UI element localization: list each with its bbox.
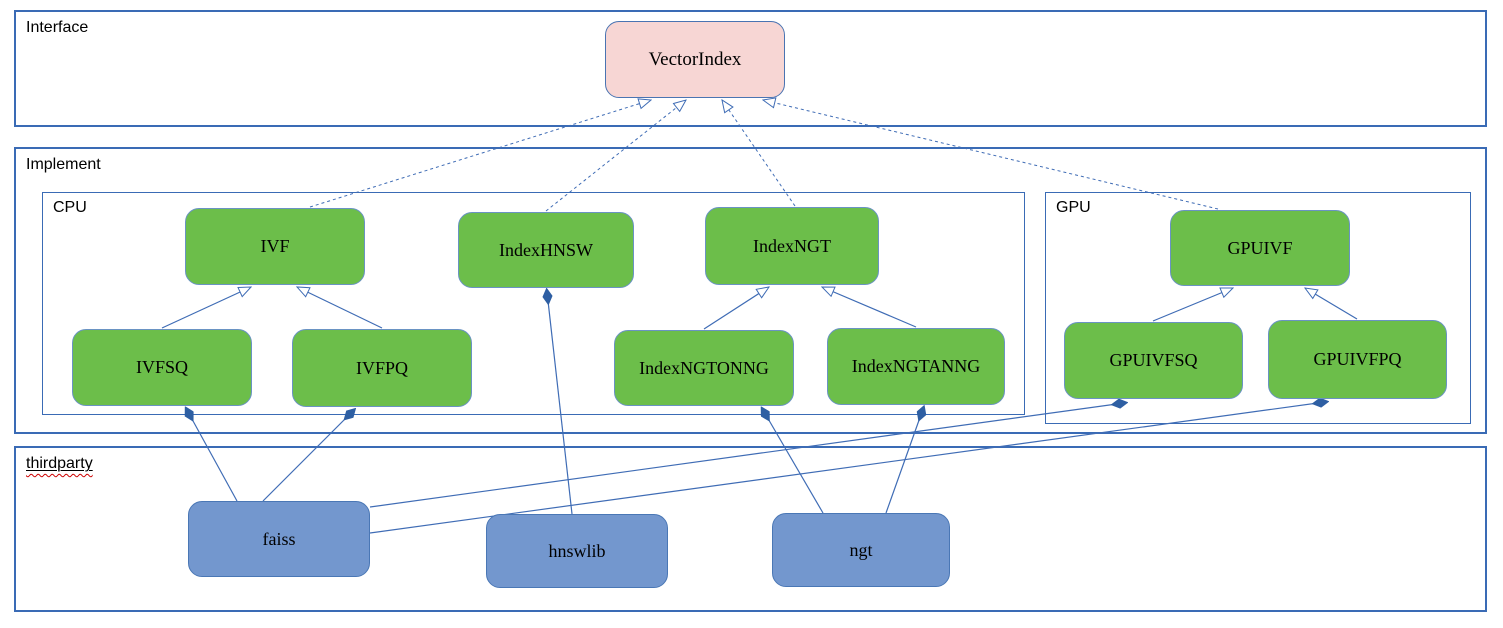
- edge-ngt-indexngtonng: [763, 410, 824, 514]
- interface-section-label: Interface: [26, 19, 89, 36]
- edge-faiss-ivfsq: [187, 410, 238, 502]
- cpu-subsection-label: CPU: [53, 199, 87, 216]
- interface-section-box: Interface: [14, 10, 1487, 127]
- edge-indexngt-vectorindex: [722, 100, 796, 207]
- thirdparty-section-label: thirdparty: [26, 455, 93, 472]
- node-hnswlib[interactable]: hnswlib: [486, 514, 668, 588]
- edge-ivfsq-ivf: [161, 286, 251, 329]
- implement-section-box: Implement CPU GPU: [14, 147, 1487, 434]
- node-gpuivfpq[interactable]: GPUIVFPQ: [1268, 320, 1447, 399]
- edge-ngt-indexngtanng: [885, 409, 923, 514]
- edge-faiss-ivfpq: [262, 411, 353, 502]
- edge-ivf-vectorindex: [309, 100, 651, 208]
- node-gpuivf[interactable]: GPUIVF: [1170, 210, 1350, 286]
- node-vectorindex[interactable]: VectorIndex: [605, 21, 785, 98]
- node-indexngtanng[interactable]: IndexNGTANNG: [827, 328, 1005, 405]
- edge-gpuivfsq-gpuivf: [1152, 287, 1233, 322]
- edge-hnswlib-indexhnsw: [547, 292, 573, 515]
- node-ivfpq[interactable]: IVFPQ: [292, 329, 472, 407]
- edge-indexngtonng-indexngt: [703, 287, 769, 330]
- edge-ivfpq-ivf: [297, 287, 383, 329]
- node-gpuivfsq[interactable]: GPUIVFSQ: [1064, 322, 1243, 399]
- node-indexhnsw[interactable]: IndexHNSW: [458, 212, 634, 288]
- gpu-subsection-label: GPU: [1056, 199, 1091, 216]
- edge-faiss-gpuivfsq: [369, 403, 1124, 508]
- node-faiss[interactable]: faiss: [188, 501, 370, 577]
- node-ivf[interactable]: IVF: [185, 208, 365, 285]
- edge-indexngtanng-indexngt: [822, 286, 917, 328]
- edge-faiss-gpuivfpq: [369, 402, 1325, 534]
- edge-gpuivfpq-gpuivf: [1305, 288, 1358, 320]
- gpu-subsection-box: GPU: [1045, 192, 1471, 424]
- implement-section-label: Implement: [26, 156, 101, 173]
- cpu-subsection-box: CPU: [42, 192, 1025, 415]
- node-ivfsq[interactable]: IVFSQ: [72, 329, 252, 406]
- edge-gpuivf-vectorindex: [763, 100, 1219, 210]
- thirdparty-section-box: thirdparty: [14, 446, 1487, 612]
- node-indexngt[interactable]: IndexNGT: [705, 207, 879, 285]
- node-indexngtonng[interactable]: IndexNGTONNG: [614, 330, 794, 406]
- edge-indexhnsw-vectorindex: [545, 100, 686, 212]
- node-ngt[interactable]: ngt: [772, 513, 950, 587]
